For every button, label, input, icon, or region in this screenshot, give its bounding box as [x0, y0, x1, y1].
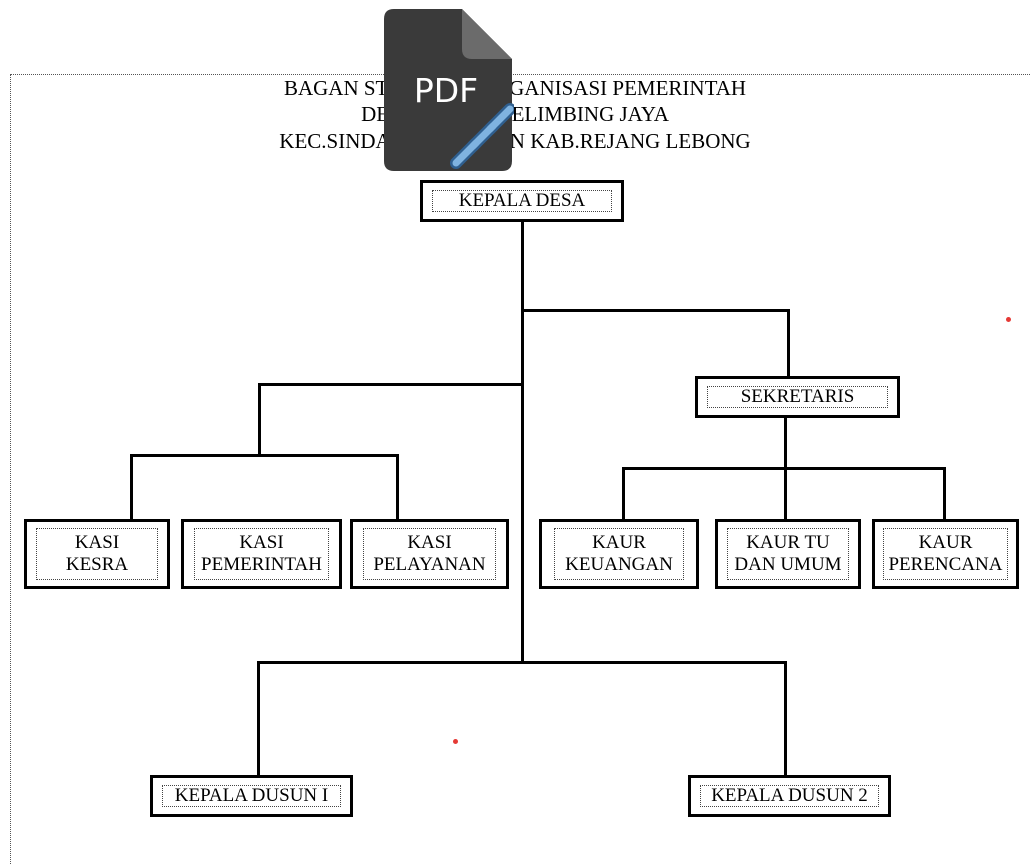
node-kepala-dusun-2: KEPALA DUSUN 2 [688, 775, 891, 817]
connector-main-trunk [521, 219, 524, 664]
connector-kasi-row-h [130, 454, 399, 457]
node-label: KASI PELAYANAN [363, 528, 496, 580]
node-label: SEKRETARIS [707, 386, 888, 408]
node-label: KASI KESRA [36, 528, 158, 580]
connector-kaur-keuangan-v [622, 467, 625, 522]
node-label: KAUR PERENCANA [883, 528, 1008, 580]
pdf-file-link-icon[interactable]: PDF [384, 9, 516, 171]
pdf-document-icon: PDF [384, 9, 516, 171]
connector-to-sekretaris-v [787, 309, 790, 379]
chart-title-line-3: KEC.SINDANG DATARAN KAB.REJANG LEBONG [279, 129, 751, 153]
node-kasi-pemerintah: KASI PEMERINTAH [181, 519, 342, 589]
red-marker-dot [453, 739, 458, 744]
document-frame [10, 74, 1030, 864]
connector-dusun-1-v [257, 661, 260, 777]
node-kepala-dusun-1: KEPALA DUSUN I [150, 775, 353, 817]
node-label: KASI PEMERINTAH [194, 528, 329, 580]
connector-dusun-2-v [784, 661, 787, 777]
node-kasi-pelayanan: KASI PELAYANAN [350, 519, 509, 589]
node-kaur-perencana: KAUR PERENCANA [872, 519, 1019, 589]
connector-kasi-kesra-v [130, 454, 133, 522]
node-kaur-tu-dan-umum: KAUR TU DAN UMUM [715, 519, 861, 589]
connector-kaur-row-h [622, 467, 946, 470]
red-marker-dot [1006, 317, 1011, 322]
chart-title-line-1: BAGAN STRUKTUR ORGANISASI PEMERINTAH [283, 76, 747, 100]
node-sekretaris: SEKRETARIS [695, 376, 900, 418]
connector-kaur-perencana-v [943, 467, 946, 522]
node-label: KAUR TU DAN UMUM [727, 528, 849, 580]
connector-kasi-branch-h [258, 383, 524, 386]
node-label: KEPALA DUSUN 2 [700, 785, 879, 807]
node-kaur-keuangan: KAUR KEUANGAN [539, 519, 699, 589]
pdf-icon-label: PDF [414, 71, 478, 110]
node-kepala-desa: KEPALA DESA [420, 180, 624, 222]
connector-kasi-pelayanan-v [396, 454, 399, 522]
connector-dusun-row-h [257, 661, 787, 664]
node-label: KAUR KEUANGAN [554, 528, 684, 580]
connector-kasi-branch-v [258, 383, 261, 456]
chart-title-line-2: DESA LUBUK BELIMBING JAYA [361, 102, 669, 126]
node-label: KEPALA DUSUN I [162, 785, 341, 807]
node-label: KEPALA DESA [432, 190, 612, 212]
connector-to-sekretaris-h [521, 309, 790, 312]
node-kasi-kesra: KASI KESRA [24, 519, 170, 589]
